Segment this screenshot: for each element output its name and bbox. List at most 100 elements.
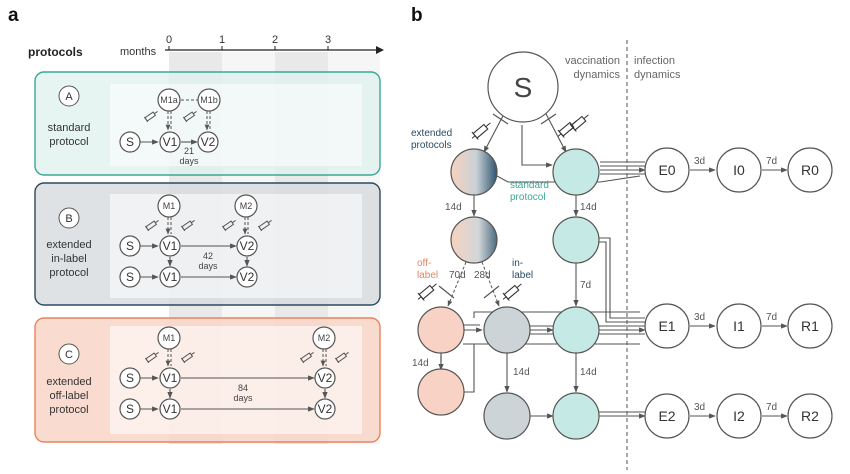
b-interval-unit: days xyxy=(198,261,218,271)
a-node-s xyxy=(119,131,141,153)
extended-protocols-label-1: extended xyxy=(411,128,452,139)
b-node-v1-2 xyxy=(159,266,181,288)
in-label-text-1: in- xyxy=(512,258,523,269)
node-m1a xyxy=(157,88,181,112)
e2-3d-label: 3d xyxy=(694,402,705,413)
protocol-c-label-2: off-label xyxy=(50,390,89,402)
std-14d-label: 14d xyxy=(580,202,597,213)
in-28d-label: 28d xyxy=(474,270,491,281)
b-node-s-2 xyxy=(119,266,141,288)
syringe-icon xyxy=(144,352,159,364)
syringe-icon xyxy=(299,352,314,364)
std-14d-label-2: 14d xyxy=(580,367,597,378)
protocol-c-badge-letter: C xyxy=(65,349,73,361)
b-node-s-label: S xyxy=(126,239,134,253)
node-in-label-1 xyxy=(483,306,531,354)
syringe-icon xyxy=(257,220,272,232)
b-node-v2-label: V2 xyxy=(240,239,255,253)
off-bottom-to-e1 xyxy=(463,344,475,393)
a-node-v1 xyxy=(159,131,181,153)
b-node-s xyxy=(119,235,141,257)
protocol-c-badge xyxy=(58,343,80,365)
a-node-s-label: S xyxy=(126,135,134,149)
month-tick-0: 0 xyxy=(166,34,172,46)
c-node-v1 xyxy=(159,367,181,389)
a-interval-unit: days xyxy=(179,156,199,166)
vaccination-header-1: vaccination xyxy=(565,55,620,67)
protocol-b-badge xyxy=(58,207,80,229)
months-label: months xyxy=(120,46,157,58)
node-m1b-label: M1b xyxy=(200,95,218,105)
to-off-label-arrow xyxy=(447,261,467,307)
b-node-v2-2 xyxy=(236,266,258,288)
to-in-label-arrow xyxy=(481,261,500,307)
s-standard-tee xyxy=(540,113,557,125)
a-interval-value: 21 xyxy=(184,146,194,156)
c-node-v2-2-label: V2 xyxy=(318,402,333,416)
syringe-icon xyxy=(180,352,195,364)
b-node-s-2-label: S xyxy=(126,270,134,284)
protocol-b-label-1: extended xyxy=(46,239,91,251)
a-node-v1-label: V1 xyxy=(163,135,178,149)
protocol-b-box: B extended in-label protocol M1 M2 S V1 … xyxy=(34,182,381,306)
node-i0 xyxy=(716,147,762,193)
a-node-v2-label: V2 xyxy=(201,135,216,149)
syringe-icon xyxy=(182,111,197,123)
node-i1 xyxy=(716,303,762,349)
c-node-v2-label: V2 xyxy=(318,371,333,385)
node-m1a-label: M1a xyxy=(160,95,178,105)
node-i1-label: I1 xyxy=(733,318,745,334)
node-e1-label: E1 xyxy=(658,318,675,334)
panel-b-letter: b xyxy=(411,5,423,26)
syringe-icon xyxy=(569,114,589,132)
protocol-c-box: C extended off-label protocol M1 M2 S V1… xyxy=(34,317,381,443)
protocol-b-label-3: protocol xyxy=(49,267,88,279)
std-7d-label: 7d xyxy=(580,280,591,291)
node-i2 xyxy=(716,393,762,439)
off-label-text-1: off- xyxy=(417,258,431,269)
e1-3d-label: 3d xyxy=(694,312,705,323)
node-extended-1 xyxy=(450,148,498,196)
in-14d-label: 14d xyxy=(513,367,530,378)
panel-a: a protocols months 0 1 2 3 A standard pr… xyxy=(8,5,384,444)
node-r2 xyxy=(787,393,833,439)
month-tick-2: 2 xyxy=(272,34,278,46)
standard-protocol-label-2: protocol xyxy=(510,192,546,203)
node-extended-2 xyxy=(450,216,498,264)
standard-protocol-label-1: standard xyxy=(510,180,549,191)
c-node-m2-label: M2 xyxy=(318,333,331,343)
b-node-v1-label: V1 xyxy=(163,239,178,253)
b-node-v1 xyxy=(159,235,181,257)
e0-3d-label: 3d xyxy=(694,156,705,167)
month-tick-1: 1 xyxy=(219,34,225,46)
b-node-m2 xyxy=(234,194,258,218)
syringe-icon xyxy=(502,283,522,301)
protocol-a-box: A standard protocol M1a M1b S V1 V2 21 d… xyxy=(34,71,381,176)
syringe-icon xyxy=(144,220,159,232)
c-node-v1-2 xyxy=(159,398,181,420)
syringe-icon xyxy=(334,352,349,364)
s-to-standard-arrow xyxy=(544,111,567,153)
i1-7d-label: 7d xyxy=(766,312,777,323)
c-node-s-2 xyxy=(119,398,141,420)
node-e0-label: E0 xyxy=(658,162,675,178)
node-e2-label: E2 xyxy=(658,408,675,424)
node-off-label-1 xyxy=(417,306,465,354)
panel-a-letter: a xyxy=(8,5,19,26)
node-s-label: S xyxy=(514,72,533,103)
c-node-m1 xyxy=(157,326,181,350)
node-standard-2 xyxy=(552,216,600,264)
b-node-m2-label: M2 xyxy=(240,201,253,211)
protocol-b-badge-letter: B xyxy=(65,213,72,225)
protocol-a-badge xyxy=(58,85,80,107)
node-i0-label: I0 xyxy=(733,162,745,178)
node-standard-3 xyxy=(552,306,600,354)
b-node-m1-label: M1 xyxy=(163,201,176,211)
node-e2 xyxy=(644,393,690,439)
node-standard-4 xyxy=(552,392,600,440)
a-node-v2 xyxy=(197,131,219,153)
c-node-m2 xyxy=(312,326,336,350)
c-interval-unit: days xyxy=(233,393,253,403)
c-node-m1-label: M1 xyxy=(163,333,176,343)
